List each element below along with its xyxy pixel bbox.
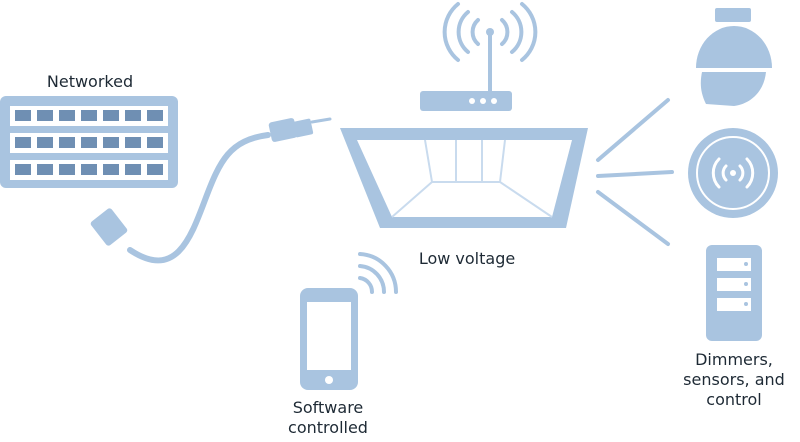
switch-port	[15, 110, 31, 121]
switch-port	[81, 110, 97, 121]
network-switch-icon	[0, 96, 178, 188]
connection-lines	[596, 98, 674, 246]
dimmers-label-line1: Dimmers,	[695, 350, 773, 369]
light-fixture-icon	[340, 128, 588, 228]
low-voltage-label: Low voltage	[418, 249, 516, 268]
switch-port	[81, 137, 97, 148]
software-label-line2: controlled	[288, 418, 368, 437]
dimmers-sensors-control-label: Dimmers, sensors, and control	[668, 350, 800, 410]
smartphone-icon	[300, 252, 399, 390]
switch-port	[59, 137, 75, 148]
switch-port	[81, 164, 97, 175]
networked-label: Networked	[46, 72, 134, 91]
dimmers-label-line2: sensors, and	[683, 370, 785, 389]
switch-port	[59, 164, 75, 175]
switch-port	[15, 137, 31, 148]
sensor-icon	[688, 128, 778, 218]
switch-port	[15, 164, 31, 175]
switch-port	[103, 164, 119, 175]
dome-camera-icon	[696, 8, 772, 106]
switch-port	[37, 110, 53, 121]
switch-port	[59, 110, 75, 121]
switch-port	[125, 110, 141, 121]
controller-icon	[706, 245, 762, 341]
switch-port	[147, 137, 163, 148]
switch-port	[37, 164, 53, 175]
switch-port	[147, 110, 163, 121]
wifi-router-icon	[420, 2, 538, 111]
switch-port	[147, 164, 163, 175]
switch-port	[125, 164, 141, 175]
ethernet-cable-icon	[90, 117, 332, 264]
switch-port	[103, 110, 119, 121]
switch-ports	[10, 106, 168, 180]
software-controlled-label: Software controlled	[268, 398, 388, 438]
switch-port	[125, 137, 141, 148]
switch-port	[103, 137, 119, 148]
software-label-line1: Software	[292, 398, 364, 417]
dimmers-label-line3: control	[706, 390, 762, 409]
switch-port	[37, 137, 53, 148]
